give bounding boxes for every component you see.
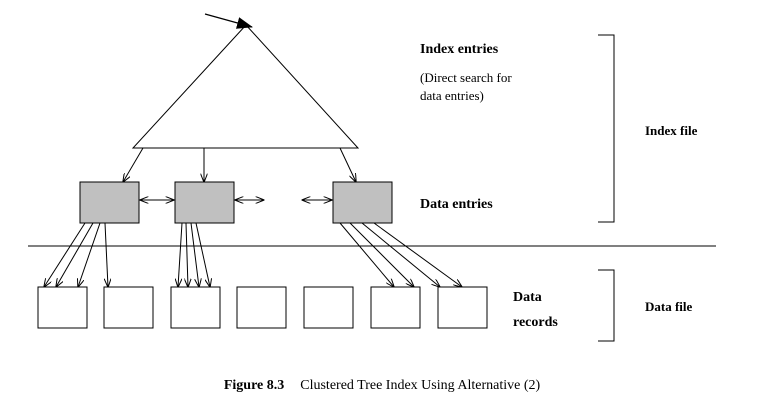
- data-file-label: Data file: [645, 299, 693, 314]
- record-pointer: [195, 222, 210, 287]
- data-record-page: [170, 286, 221, 329]
- direct-search-note-line1: (Direct search for: [420, 70, 512, 85]
- record-pointer-arrows: [44, 222, 462, 287]
- figure-title: Clustered Tree Index Using Alternative (…: [300, 378, 540, 393]
- record-pointer: [373, 222, 462, 287]
- data-entry-page: [332, 181, 393, 224]
- figure-number: Figure 8.3: [224, 378, 284, 393]
- root-pointer-arrow: [204, 13, 253, 29]
- data-entry-page: [79, 181, 140, 224]
- index-arrow-right: [339, 147, 356, 182]
- figure-caption: Figure 8.3 Clustered Tree Index Using Al…: [224, 376, 541, 393]
- data-record-page: [103, 286, 154, 329]
- index-file-label: Index file: [645, 123, 698, 138]
- record-pointer: [190, 222, 199, 287]
- data-records-label-line1: Data: [513, 290, 542, 305]
- data-record-page: [370, 286, 421, 329]
- index-entries-label: Index entries: [420, 42, 499, 57]
- index-to-data-entry-arrows: [123, 147, 356, 182]
- data-record-page: [437, 286, 488, 329]
- record-pointer: [186, 222, 188, 287]
- record-pointer: [349, 222, 414, 287]
- record-pointer: [361, 222, 440, 287]
- index-arrow-left: [123, 147, 144, 182]
- data-record-pages: [37, 286, 488, 329]
- data-entry-page: [174, 181, 235, 224]
- data-entry-pages: [79, 181, 393, 224]
- data-records-label-line2: records: [513, 315, 558, 330]
- record-pointer: [339, 222, 394, 287]
- record-pointer: [105, 222, 108, 287]
- data-file-bracket: [598, 269, 615, 342]
- index-tree-triangle: [131, 24, 360, 149]
- direct-search-note-line2: data entries): [420, 88, 484, 103]
- index-file-bracket: [598, 34, 615, 223]
- data-record-page: [303, 286, 354, 329]
- data-record-page: [236, 286, 287, 329]
- data-entries-label: Data entries: [420, 197, 493, 212]
- record-pointer: [56, 222, 94, 287]
- record-pointer: [44, 222, 86, 287]
- record-pointer: [178, 222, 183, 287]
- data-record-page: [37, 286, 88, 329]
- record-pointer: [78, 222, 101, 287]
